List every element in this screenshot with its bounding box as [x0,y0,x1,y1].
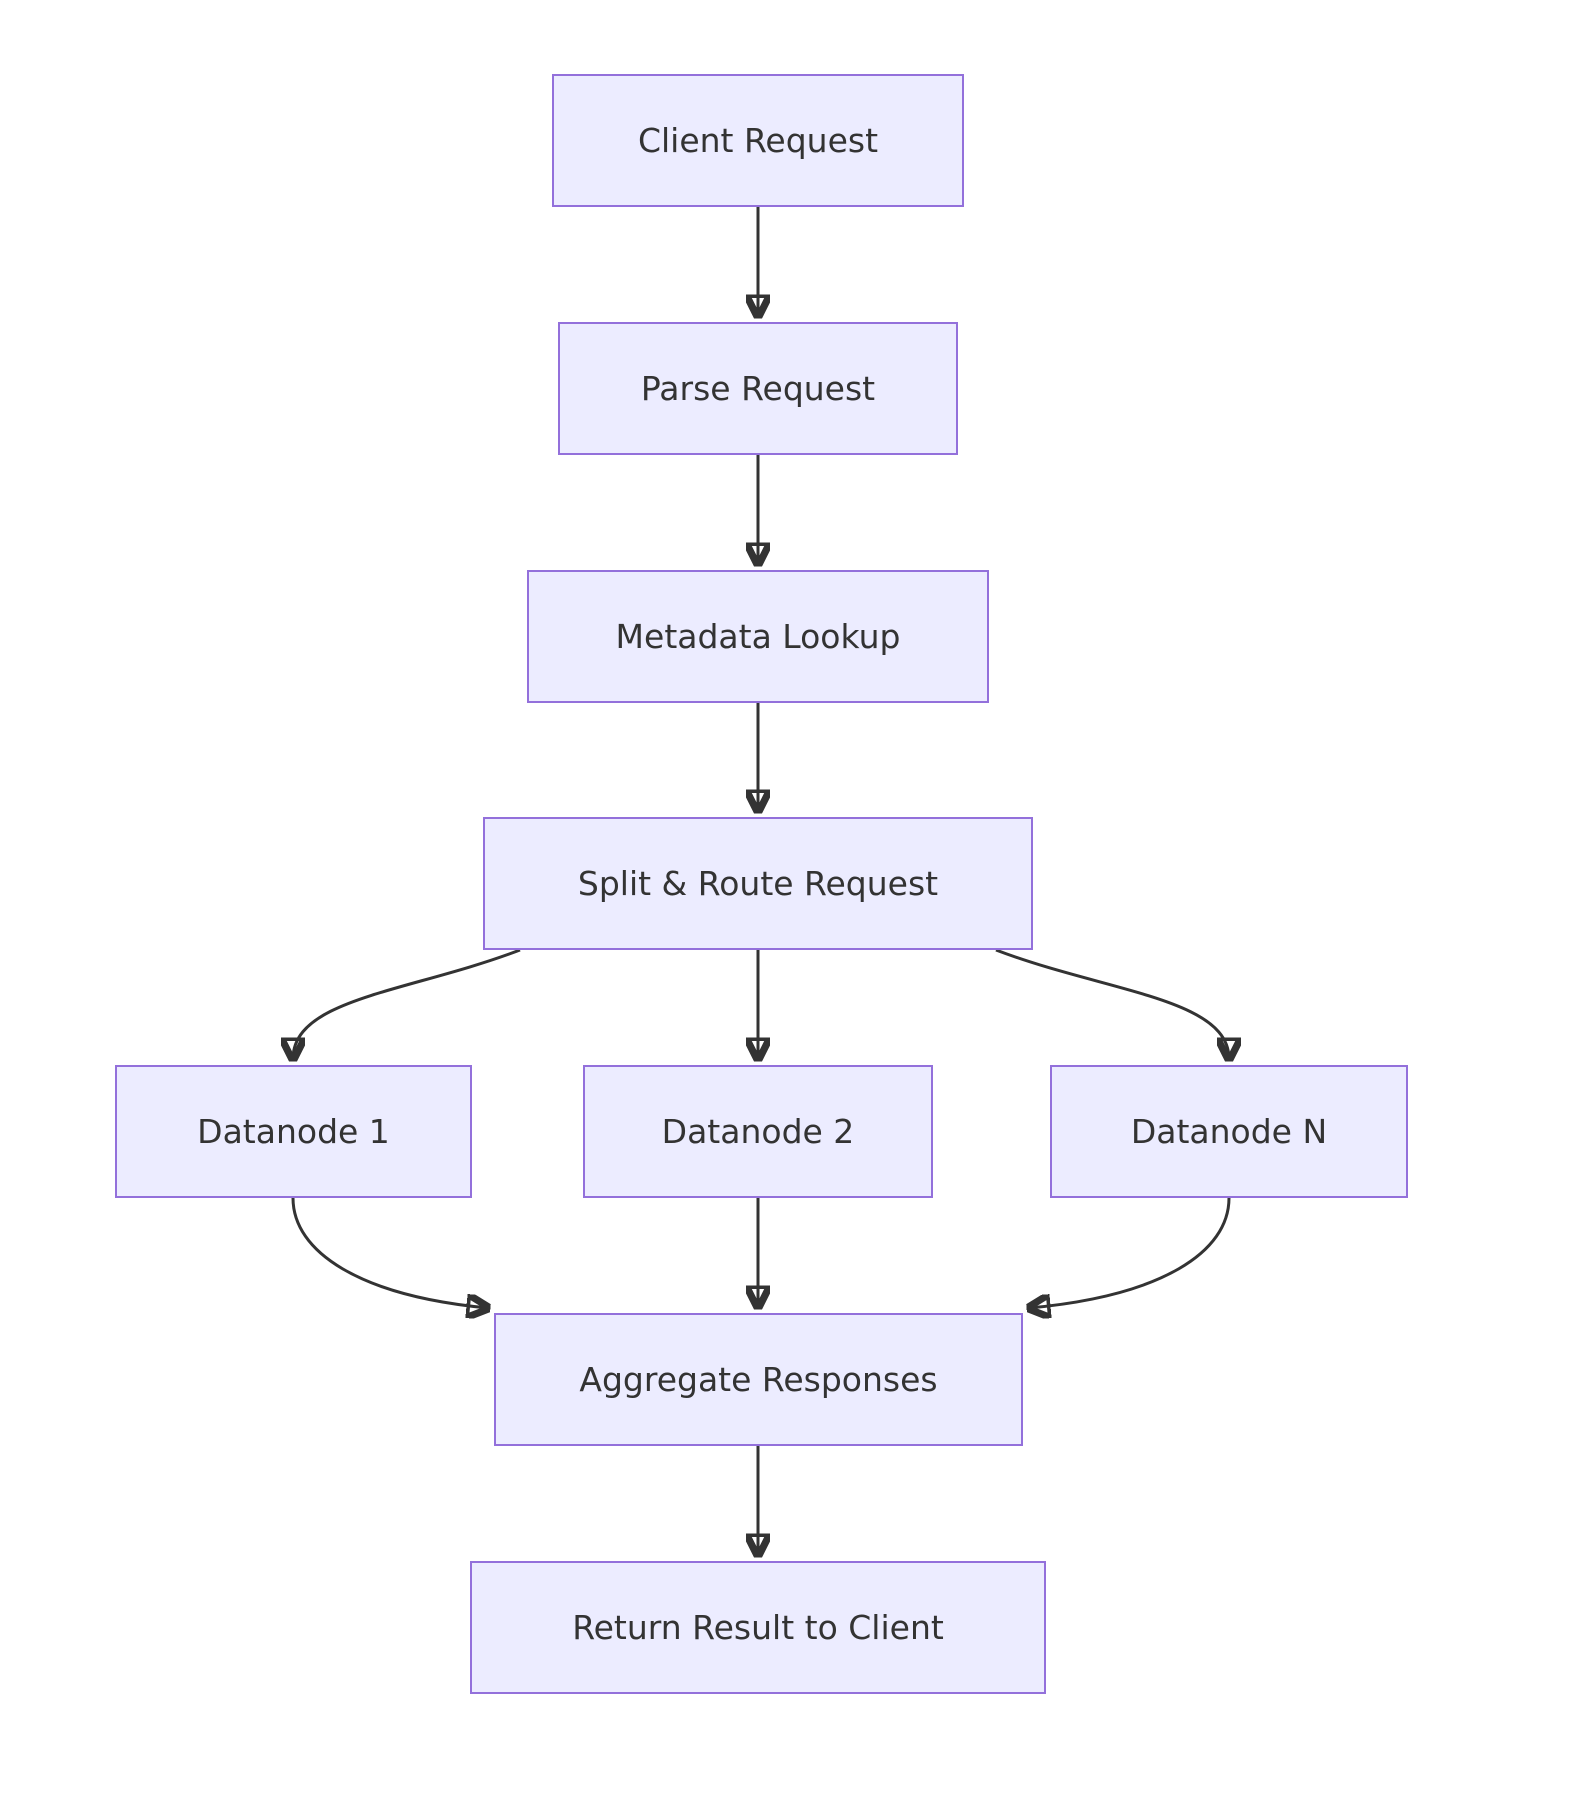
edge-split-to-datanode1 [293,948,521,1059]
node-metadata-lookup: Metadata Lookup [527,570,989,703]
node-datanode-n-label: Datanode N [1130,1111,1328,1151]
node-client-request: Client Request [552,74,964,207]
node-split-route-request-label: Split & Route Request [577,863,939,903]
node-datanode-2-label: Datanode 2 [661,1111,855,1151]
node-aggregate-responses: Aggregate Responses [494,1313,1023,1446]
node-datanode-n: Datanode N [1050,1065,1408,1198]
node-datanode-1-label: Datanode 1 [197,1111,390,1151]
node-client-request-label: Client Request [637,120,879,160]
node-metadata-lookup-label: Metadata Lookup [615,616,901,656]
node-datanode-1: Datanode 1 [115,1065,472,1198]
edge-datanode1-to-aggregate [291,1197,488,1308]
node-datanode-2: Datanode 2 [583,1065,933,1198]
node-parse-request: Parse Request [558,322,958,455]
node-return-result-label: Return Result to Client [572,1607,944,1647]
node-aggregate-responses-label: Aggregate Responses [579,1359,938,1399]
edge-split-to-datanodeN [995,948,1229,1059]
edge-datanodeN-to-aggregate [1029,1197,1231,1308]
node-return-result: Return Result to Client [470,1561,1046,1694]
node-split-route-request: Split & Route Request [483,817,1033,950]
node-parse-request-label: Parse Request [640,368,876,408]
